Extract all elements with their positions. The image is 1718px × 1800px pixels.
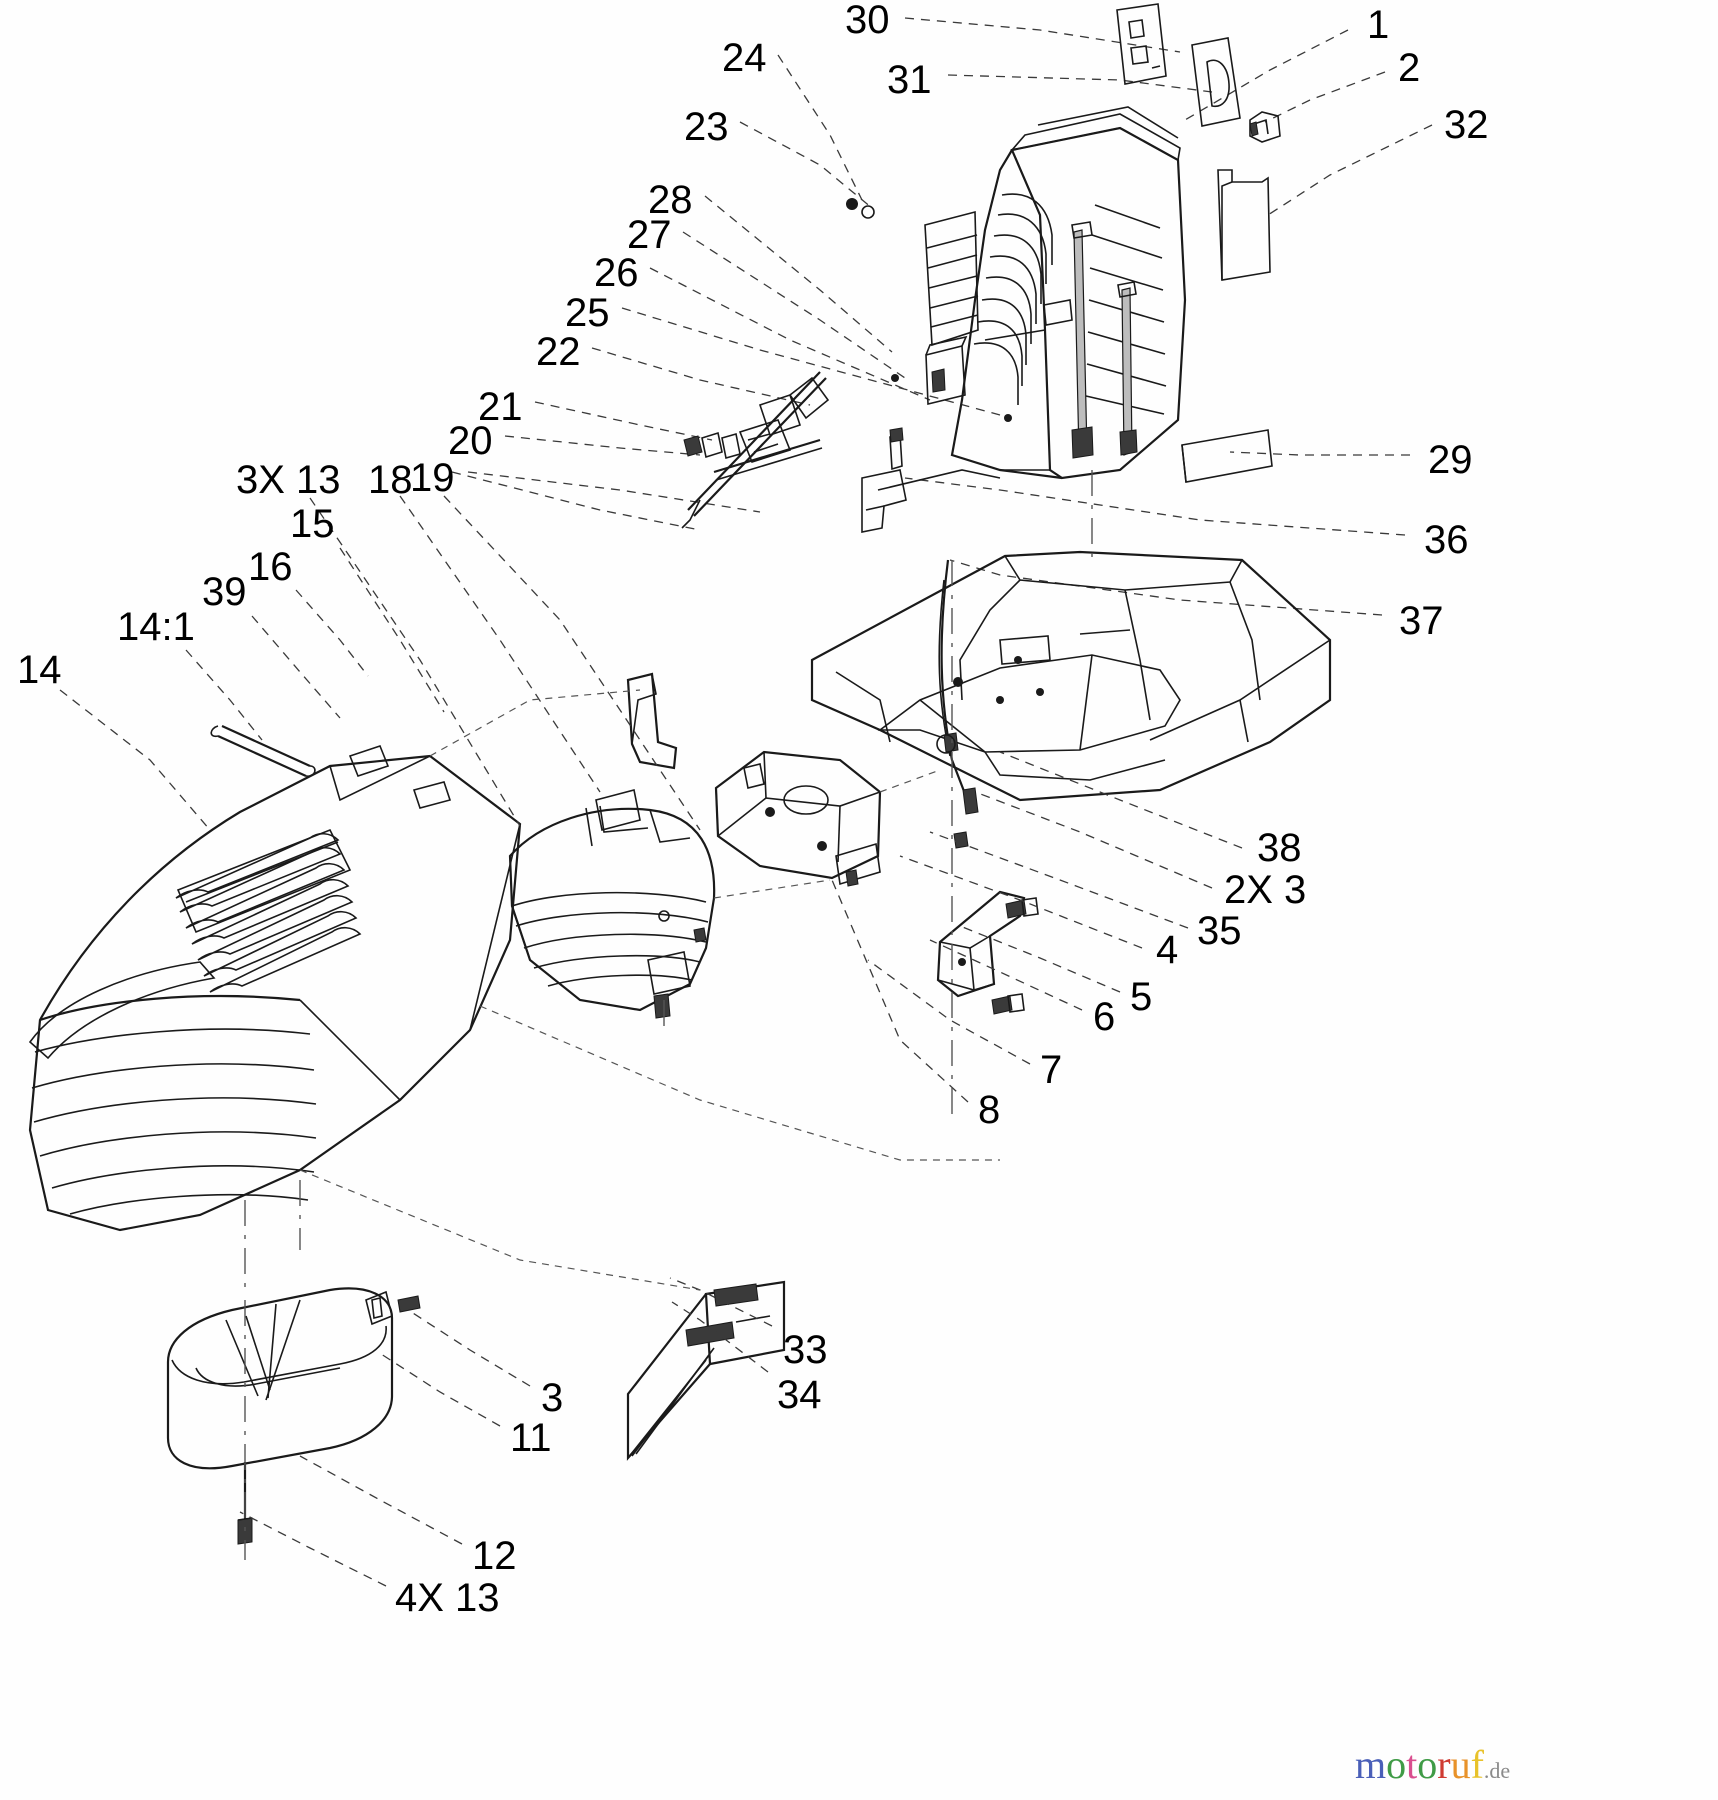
callout-28: 28 <box>648 178 693 222</box>
watermark-suffix: .de <box>1483 1758 1511 1783</box>
panel-29 <box>1181 429 1273 483</box>
callout-33: 33 <box>783 1328 828 1372</box>
callout-34: 34 <box>777 1373 822 1417</box>
panel-32 <box>1217 169 1271 281</box>
watermark-letter-o1: o <box>1386 1742 1407 1787</box>
watermark-letter-o2: o <box>1417 1742 1438 1787</box>
battery-tray <box>166 1287 421 1545</box>
callout-22: 22 <box>536 330 581 374</box>
small-bracket-right <box>936 831 1039 1015</box>
centre-bracket-group <box>714 750 882 887</box>
watermark-letter-f: f <box>1470 1742 1484 1787</box>
callout-16: 16 <box>248 545 293 589</box>
control-rod <box>936 559 979 815</box>
hood-latch-rod-assembly <box>681 198 1012 529</box>
callout-29: 29 <box>1428 438 1473 482</box>
callout-39: 39 <box>202 570 247 614</box>
callout-23: 23 <box>684 105 729 149</box>
knob-part-2 <box>1249 111 1281 143</box>
seat-pan-deck <box>810 550 1332 802</box>
callout-19: 19 <box>410 456 455 500</box>
callout-35: 35 <box>1197 909 1242 953</box>
decal-plate-31 <box>1191 37 1241 127</box>
callout-24: 24 <box>722 36 767 80</box>
callout-15: 15 <box>290 502 335 546</box>
callout-37: 37 <box>1399 599 1444 643</box>
callout-14: 14 <box>17 648 62 692</box>
callout-1: 1 <box>1367 3 1390 47</box>
callout-36: 36 <box>1424 518 1469 562</box>
watermark-letter-m: m <box>1355 1742 1387 1787</box>
callout-38: 38 <box>1257 826 1302 870</box>
watermark-letter-u: u <box>1450 1742 1471 1787</box>
callout-25: 25 <box>565 291 610 335</box>
latch-bracket <box>861 427 1001 533</box>
callout-18: 18 <box>368 458 413 502</box>
callout-27: 27 <box>627 213 672 257</box>
callout-4: 4 <box>1156 928 1179 972</box>
callout-26: 26 <box>594 251 639 295</box>
callout-8: 8 <box>978 1088 1001 1132</box>
callout-20: 20 <box>448 419 493 463</box>
small-bracket-left <box>626 672 678 770</box>
callout-32: 32 <box>1444 103 1489 147</box>
callout-2x3: 2X 3 <box>1224 868 1307 912</box>
decal-plate-30 <box>1116 3 1167 85</box>
callout-30: 30 <box>845 0 890 42</box>
callout-3x13: 3X 13 <box>236 458 341 502</box>
watermark-letter-r: r <box>1437 1742 1451 1787</box>
motoruf-watermark: motoruf.de <box>1355 1745 1510 1785</box>
callout-2: 2 <box>1398 46 1421 90</box>
callout-4x13: 4X 13 <box>395 1576 500 1620</box>
callout-3: 3 <box>541 1376 564 1420</box>
watermark-letter-t: t <box>1406 1742 1418 1787</box>
callout-6: 6 <box>1093 995 1116 1039</box>
leader-lines-upper <box>451 17 1433 616</box>
callout-21: 21 <box>478 385 523 429</box>
callout-31: 31 <box>887 58 932 102</box>
rear-hood-assembly <box>924 106 1187 480</box>
callout-5: 5 <box>1130 975 1153 1019</box>
callout-7: 7 <box>1040 1048 1063 1092</box>
front-grille-shell <box>508 789 716 1019</box>
decal-sheet <box>626 1280 786 1461</box>
front-hood <box>28 724 522 1232</box>
callout-12: 12 <box>472 1534 517 1578</box>
callout-14-1: 14:1 <box>117 605 195 649</box>
callout-11: 11 <box>510 1416 552 1460</box>
leader-lines-lower <box>59 470 1243 1587</box>
